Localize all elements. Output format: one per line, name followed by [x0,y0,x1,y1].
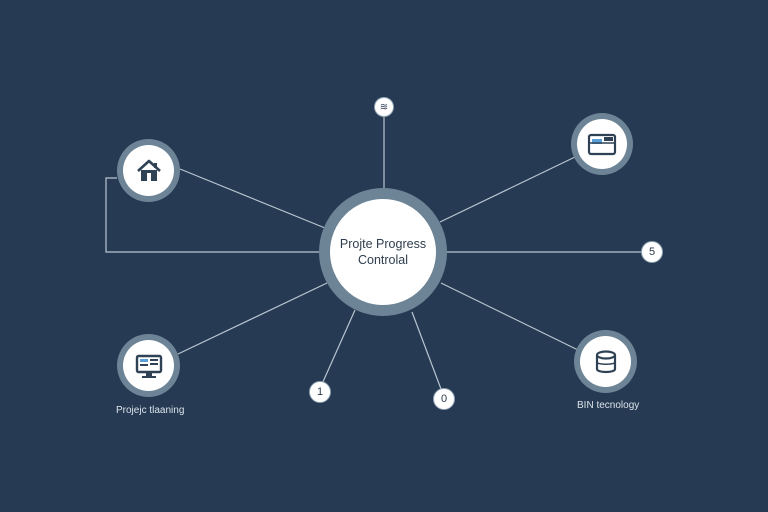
link-top-left-node [179,168,326,229]
link-bottom-left-node [177,282,328,355]
folder-icon [586,130,618,158]
node-bottom-left[interactable] [117,334,180,397]
caption-bottom-right-node: BIN tecnology [577,400,640,411]
marker-bottom-left[interactable]: 1 [309,381,331,403]
database-icon [593,348,619,376]
monitor-icon [134,352,164,380]
node-top-left[interactable] [117,139,180,202]
caption-bottom-left-node: Projejc tlaaning [116,405,185,416]
link-bottom-left-marker [321,309,356,385]
node-top-right[interactable] [571,113,633,175]
central-title-line-1: Projte Progress [339,237,427,251]
marker-right[interactable]: 5 [641,241,663,263]
node-bottom-right[interactable] [574,330,637,393]
link-bottom-mid-marker [411,311,442,390]
marker-bottom-mid[interactable]: 0 [433,388,455,410]
central-title-line-2: Controlal [357,253,409,267]
central-hub: Projte Progress Controlal [319,188,447,316]
link-top-right-node [439,156,576,223]
link-left-bracket [105,177,319,253]
marker-top[interactable]: ≋ [374,97,394,117]
link-bottom-right-node [440,282,579,351]
house-icon [135,157,163,185]
central-hub-body: Projte Progress Controlal [330,199,436,305]
